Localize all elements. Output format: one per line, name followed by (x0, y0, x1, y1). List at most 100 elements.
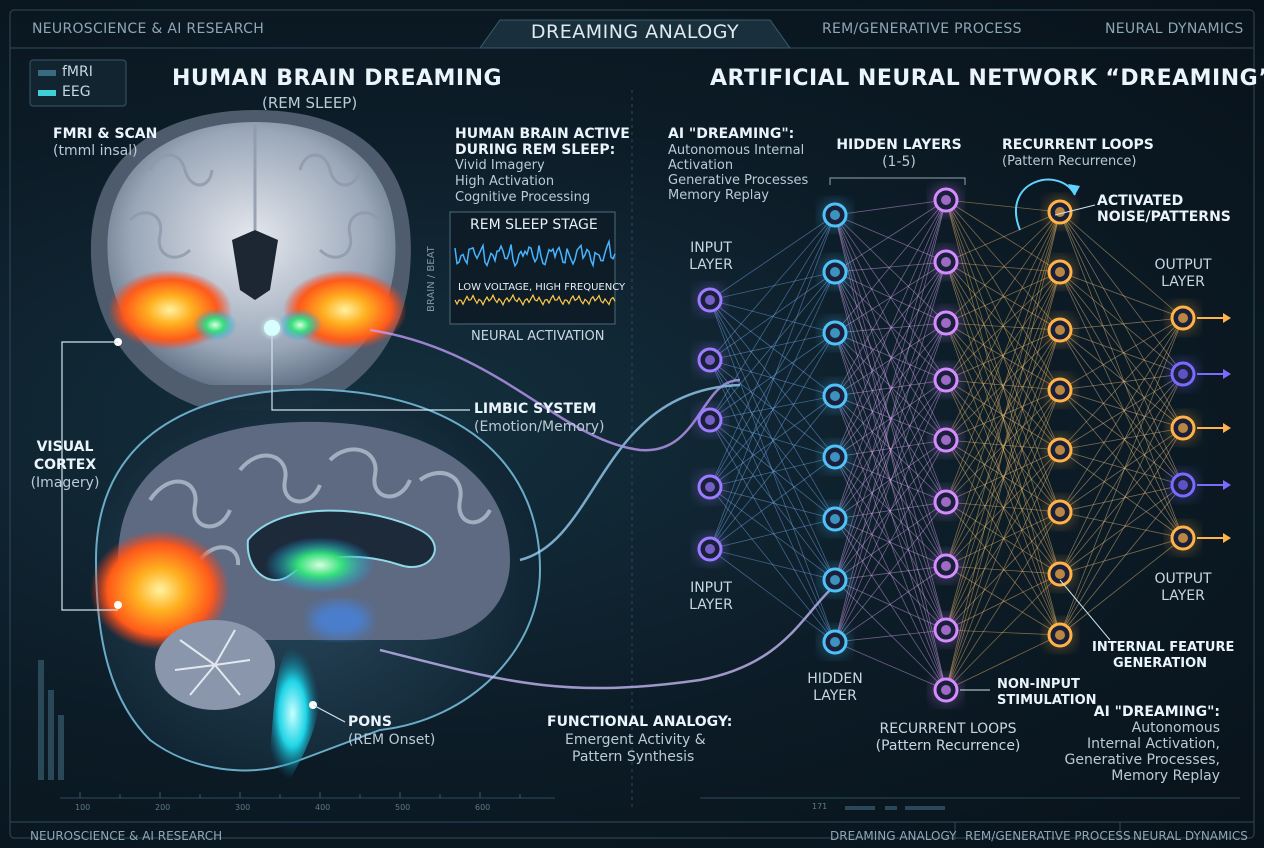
input-top-2: LAYER (689, 257, 733, 273)
network-edge (834, 199, 947, 334)
network-edge (834, 395, 947, 631)
network-node-core (830, 328, 840, 338)
network-edge (945, 379, 1061, 451)
tick-200: 200 (155, 803, 171, 812)
network-edge (709, 271, 836, 421)
active-item-3: Cognitive Processing (455, 190, 591, 205)
network-nodes (694, 184, 1231, 706)
network-edge (945, 329, 1061, 567)
network-edge (945, 439, 1061, 451)
network-edge (1059, 271, 1184, 486)
network-node-core (1178, 423, 1188, 433)
output-arrow-head (1223, 313, 1231, 323)
network-node-core (1055, 267, 1065, 277)
network-edge (945, 322, 1061, 513)
ai-item-2: Activation (668, 158, 734, 173)
analogy-title: FUNCTIONAL ANALOGY: (547, 714, 733, 730)
network-edge (709, 332, 836, 550)
output-top-1: OUTPUT (1154, 257, 1212, 273)
network-edge (834, 261, 947, 581)
network-node-core (941, 257, 951, 267)
network-node-core (1055, 385, 1065, 395)
network-edge (834, 261, 947, 643)
network-edge (834, 199, 947, 273)
header-right-2: NEURAL DYNAMICS (1105, 21, 1244, 37)
network-edge (709, 332, 836, 361)
network-edge (945, 511, 1061, 691)
network-edge (709, 299, 836, 643)
network-edge (945, 199, 1061, 391)
network-edge (945, 199, 1061, 451)
network-edge (834, 518, 947, 691)
input-top-1: INPUT (690, 240, 732, 256)
network-edge (834, 261, 947, 397)
network-edge (834, 214, 947, 691)
network-edge (945, 501, 1061, 636)
network-node-core (830, 391, 840, 401)
network-edge (834, 501, 947, 581)
network-edge (945, 329, 1061, 691)
network-edge (945, 439, 1061, 636)
network-edge (709, 214, 836, 488)
network-node-core (705, 355, 715, 365)
network-edge (834, 322, 947, 581)
network-edge (945, 322, 1061, 391)
network-edge (709, 214, 836, 301)
recurrent-sub: (Pattern Recurrence) (1002, 154, 1137, 169)
network-edge (834, 439, 947, 643)
network-edge (709, 419, 836, 643)
ai-dreaming-title: AI "DREAMING": (1093, 704, 1220, 720)
scan-title: FMRI & SCAN (53, 126, 158, 142)
network-edge (834, 395, 947, 691)
network-edge (834, 456, 947, 503)
network-edge (945, 199, 1061, 575)
network-edge (945, 573, 1061, 631)
network-edge (1059, 329, 1184, 539)
network-edge (1059, 211, 1184, 319)
network-edge (1059, 329, 1184, 486)
network-node-core (830, 637, 840, 647)
visual-cortex-1: VISUAL (36, 439, 94, 455)
recurrent-bot-1: RECURRENT LOOPS (879, 721, 1017, 737)
network-edge (945, 271, 1061, 381)
output-bot-2: LAYER (1161, 588, 1205, 604)
network-edge (1059, 373, 1184, 636)
network-edge (834, 271, 947, 324)
recurrent-arrow (1014, 178, 1076, 231)
network-edge (834, 565, 947, 643)
network-node-core (705, 544, 715, 554)
network-edge (945, 211, 1061, 381)
network-edge (945, 211, 1061, 503)
output-arrow-head (1223, 480, 1231, 490)
network-edge (834, 261, 947, 458)
network-edge (945, 449, 1061, 691)
network-edge (945, 261, 1061, 451)
network-edge (709, 518, 836, 550)
network-edge (834, 439, 947, 581)
ai-item-3: Generative Processes (668, 173, 809, 188)
network-edge (709, 299, 836, 458)
network-edge (834, 322, 947, 334)
network-edge (1059, 317, 1184, 575)
recurrent-title: RECURRENT LOOPS (1002, 137, 1154, 153)
output-top-2: LAYER (1161, 274, 1205, 290)
network-edge (945, 511, 1061, 567)
sagittal-brain (90, 388, 542, 780)
internal-feature-1: INTERNAL FEATURE (1092, 640, 1235, 655)
network-edge (945, 211, 1061, 567)
network-edge (1059, 373, 1184, 575)
output-bot-1: OUTPUT (1154, 571, 1212, 587)
network-edge (945, 261, 1061, 575)
network-edge (1059, 211, 1184, 539)
network-edge (1059, 449, 1184, 486)
network-node-core (1178, 533, 1188, 543)
network-edge (1059, 389, 1184, 486)
network-edge (834, 439, 947, 520)
network-edge (834, 439, 947, 458)
network-edge (834, 271, 947, 381)
footer-right-2: REM/GENERATIVE PROCESS (965, 829, 1131, 843)
network-edge (834, 261, 947, 520)
network-edge (834, 322, 947, 520)
network-edge (945, 199, 1061, 213)
network-edge (945, 271, 1061, 324)
